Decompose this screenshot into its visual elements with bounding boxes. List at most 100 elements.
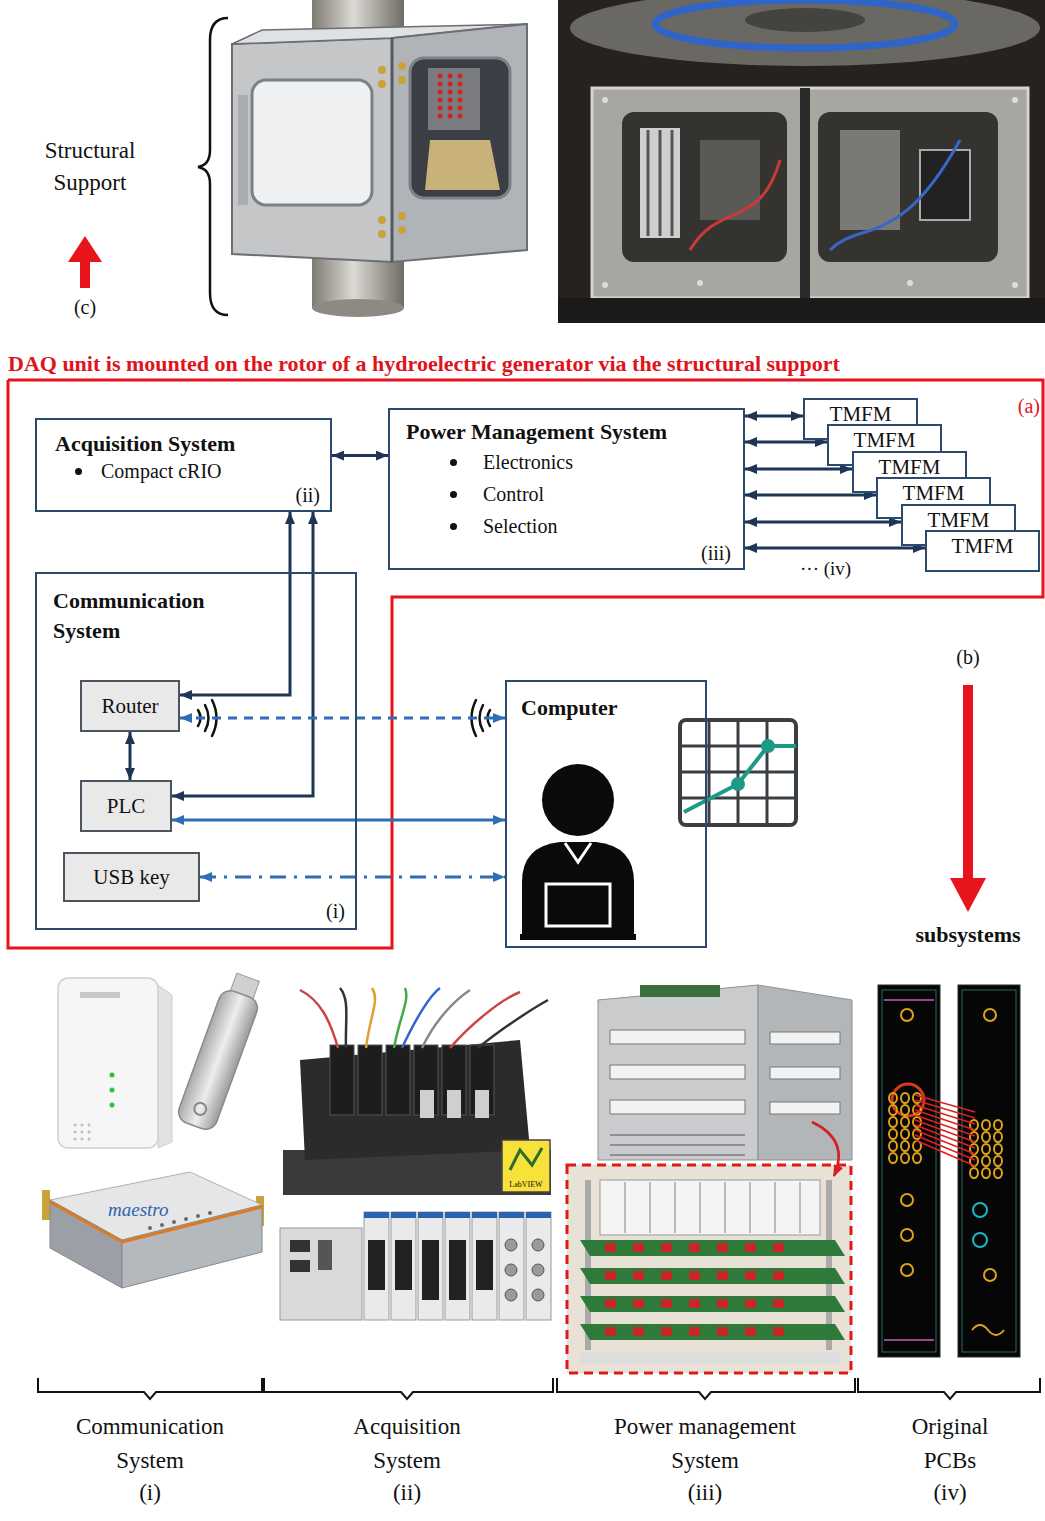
pms-enclosure	[610, 1135, 745, 1155]
support-render	[238, 95, 248, 205]
usb-stick	[175, 987, 260, 1132]
figure-label: (iv)	[910, 1478, 990, 1508]
cellular-router	[196, 1214, 200, 1218]
figure-label: (b)	[938, 644, 998, 670]
wireless-symbol	[480, 705, 484, 731]
system-box: Acquisition SystemCompact cRIO(ii)	[35, 418, 332, 512]
box-label: TMFM	[879, 456, 941, 478]
crio-chassis	[505, 1289, 517, 1301]
group-bracket	[264, 1378, 553, 1399]
crio-wired-photo	[420, 1090, 489, 1118]
text-row: Power Management System	[406, 418, 667, 446]
support-render	[448, 98, 453, 103]
usb-stick	[175, 970, 267, 1132]
installed-photo	[690, 160, 780, 250]
pcb-layout	[884, 999, 934, 1001]
crio-wired-photo	[394, 988, 406, 1048]
cellular-router	[42, 1172, 264, 1288]
pcb-stack-photo	[605, 1299, 616, 1308]
support-render	[425, 140, 500, 190]
chart-icon	[682, 771, 794, 774]
powerline-adapter	[80, 992, 120, 998]
crio-chassis	[526, 1212, 551, 1320]
text-row: TMFM	[879, 456, 941, 478]
bullet-item: Compact cRIO	[101, 458, 222, 484]
connectors	[130, 416, 925, 877]
pcb-layout	[901, 1129, 909, 1139]
box-heading: Acquisition System	[55, 430, 235, 458]
crio-wired-photo	[283, 988, 551, 1195]
support-render	[448, 82, 453, 87]
dashed-link	[180, 717, 505, 720]
user-icon	[542, 764, 614, 836]
box-label: USB key	[93, 866, 169, 888]
pcb-stack-photo	[567, 1165, 851, 1373]
crio-chassis	[532, 1239, 544, 1251]
text-row: TMFM	[903, 482, 965, 504]
installed-photo	[840, 130, 900, 230]
device-box: PLC	[80, 780, 172, 832]
pcb-layout	[984, 1269, 996, 1281]
support-render	[232, 0, 527, 317]
module-card: TMFM	[925, 530, 1040, 572]
pcb-stack-photo	[745, 1299, 756, 1308]
support-render	[438, 74, 463, 119]
pcb-stack-photo	[812, 1122, 839, 1176]
text-row: Electronics	[450, 446, 573, 478]
crio-wired-photo	[300, 988, 548, 1048]
text-row: Control	[450, 478, 544, 510]
box-label: TMFM	[952, 535, 1014, 557]
powerline-adapter	[110, 1103, 115, 1108]
pcb-stack-photo	[799, 1182, 801, 1233]
support-render	[438, 74, 443, 79]
crio-chassis	[505, 1239, 517, 1251]
text-row: Computer	[521, 694, 618, 722]
installed-photo	[602, 97, 608, 103]
figure-label: ··· (iv)	[800, 556, 900, 581]
pms-enclosure	[770, 1102, 840, 1114]
installed-photo	[602, 282, 608, 288]
pcb-layout	[878, 985, 1020, 1357]
bullet-item: Electronics	[483, 446, 573, 478]
crio-chassis	[280, 1212, 551, 1320]
pms-enclosure	[610, 1154, 745, 1156]
crio-wired-photo	[366, 988, 375, 1048]
crio-chassis	[418, 1212, 443, 1320]
figure-label: Acquisition System	[332, 1410, 482, 1478]
pcb-layout	[915, 1100, 975, 1118]
pcb-layout	[982, 1156, 990, 1166]
pcb-stack-photo	[580, 1296, 845, 1312]
pcb-layout	[901, 1141, 909, 1151]
pcb-stack-photo	[580, 1240, 845, 1340]
pcb-layout	[889, 1129, 897, 1139]
pms-enclosure	[610, 1100, 745, 1114]
pcb-stack-photo	[773, 1299, 784, 1308]
crio-wired-photo	[300, 990, 338, 1048]
bullet-dot	[75, 468, 82, 475]
box-label: Router	[101, 695, 158, 717]
crio-chassis	[364, 1212, 389, 1218]
powerline-adapter	[74, 1124, 91, 1141]
powerline-adapter	[74, 1124, 77, 1127]
crio-wired-photo	[340, 988, 346, 1048]
pcb-stack-photo	[774, 1182, 776, 1233]
bullet-item: Control	[483, 478, 544, 510]
support-render	[378, 80, 386, 88]
region-outline	[8, 380, 1043, 948]
pcb-layout	[901, 1105, 909, 1115]
user-icon	[546, 884, 610, 926]
link-arrow	[332, 454, 388, 457]
text-row: Acquisition System	[55, 430, 235, 458]
pcb-stack-photo	[605, 1327, 616, 1336]
crio-chassis	[532, 1264, 544, 1276]
powerline-adapter	[110, 1073, 115, 1078]
pcb-layout	[984, 1009, 996, 1021]
box-heading: Computer	[521, 694, 618, 722]
bullet-dot	[450, 491, 457, 498]
banner-note: DAQ unit is mounted on the rotor of a hy…	[8, 349, 1038, 378]
figure-label: maestro	[108, 1197, 218, 1222]
text-row: Selection	[450, 510, 557, 542]
crio-chassis	[280, 1228, 362, 1320]
